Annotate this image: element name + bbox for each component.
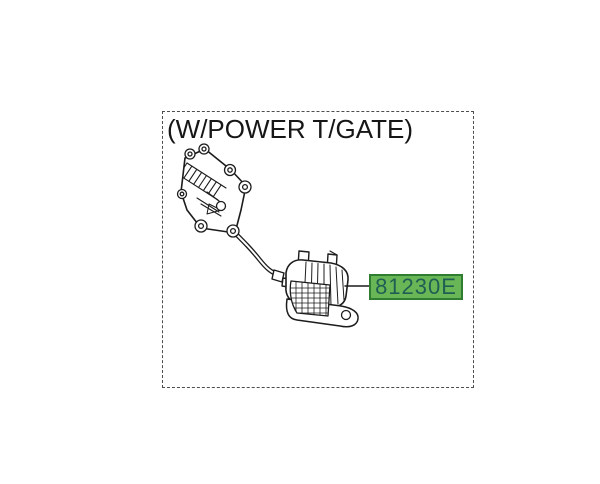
part-illustration (176, 143, 371, 328)
latch-drawing (271, 250, 359, 328)
part-callout[interactable]: 81230E (369, 274, 463, 300)
diagram-frame: (W/POWER T/GATE) (162, 111, 474, 388)
cable-drawing (230, 228, 282, 279)
actuator-drawing (176, 143, 252, 238)
part-callout-label: 81230E (375, 274, 457, 299)
diagram-title: (W/POWER T/GATE) (167, 114, 414, 144)
